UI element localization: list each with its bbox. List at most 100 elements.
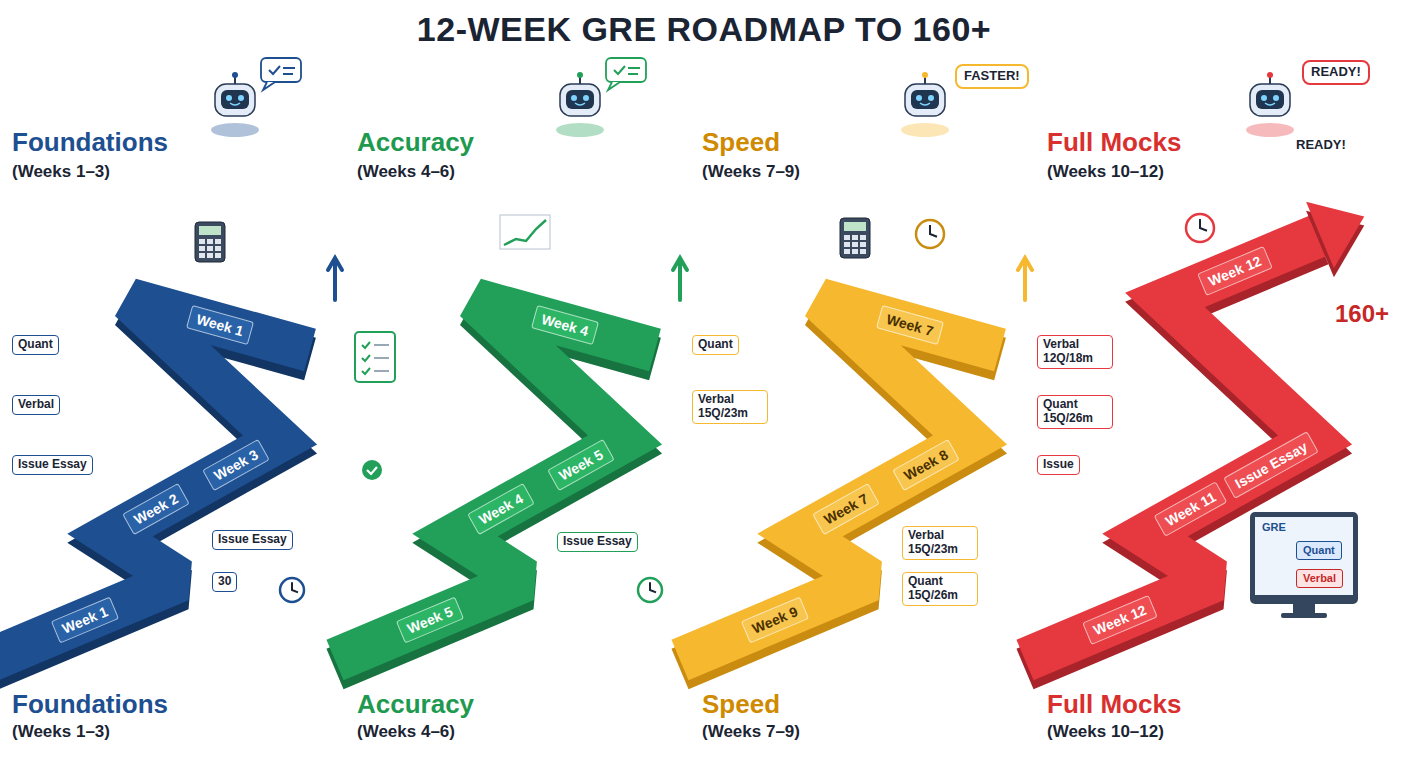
clock-hands [292,582,298,592]
robot-face [1256,90,1284,109]
robot-face [566,90,594,109]
segment-label: Week 4 [540,311,591,339]
bubble-check [269,66,280,74]
calculator-key [852,249,858,254]
week-segment: Week 4 [467,483,535,535]
monitor-stand [1293,604,1315,614]
calculator-screen [199,226,221,235]
segment-label: Week 12 [1091,602,1149,638]
road-ribbon [680,300,1000,660]
check-icon [362,460,382,480]
robot-antenna-tip [1267,72,1273,78]
phase-heading: Accuracy [357,690,474,720]
study-tag: 30 [212,572,237,592]
phase-weeks: (Weeks 10–12) [1047,162,1164,182]
speech-bubble-icon [261,58,301,90]
phase-heading: Full Mocks [1047,128,1181,158]
study-tag: Verbal 12Q/18m [1037,335,1113,369]
screen-title: GRE [1262,521,1286,534]
segment-label: Week 1 [195,311,246,339]
week-segment: Week 8 [892,439,960,491]
robot-smile [1265,103,1275,105]
phase-heading: Foundations [12,128,168,158]
robot-head [1250,84,1290,116]
calculator-key [860,235,866,240]
monitor-screen [1255,517,1353,595]
robot-antenna-tip [922,72,928,78]
robot-head [905,84,945,116]
week-segment: Week 5 [396,596,464,643]
bubble-check [614,66,625,74]
robot-icon [211,72,259,137]
segment-label: Week 2 [131,491,181,528]
progress-arrow [328,258,342,300]
study-tag: Issue Essay [557,532,638,552]
clock-face [916,220,944,248]
study-tag: Quant [12,335,59,355]
robot-antenna-tip [232,72,238,78]
calculator-key [199,253,205,258]
bubble-line [628,73,638,75]
segment-label: Week 4 [476,491,526,528]
phase-heading: Speed [702,128,780,158]
clock-face [638,578,662,602]
study-tag: Quant 15Q/26m [902,572,978,606]
calculator-body [195,222,225,262]
week-segment: Week 3 [202,439,270,491]
phase-heading: Foundations [12,690,168,720]
robot-head [560,84,600,116]
robot-face [911,90,939,109]
bubble-body [606,58,646,82]
robot-eye [928,95,934,101]
week-segment: Week 5 [547,439,615,491]
robot-eye [571,95,577,101]
clock-face [1186,214,1214,242]
robot-eye [226,95,232,101]
week-segment: Week 1 [51,596,119,643]
week-segment: Week 4 [531,305,599,345]
week-segment: Week 9 [741,596,809,643]
week-segment: Week 7 [876,305,944,345]
calculator-icon [195,222,225,262]
calculator-key [207,253,213,258]
chart-line [504,220,546,245]
clock-icon [638,578,662,602]
checklist-tick [362,355,370,361]
clock-icon [280,578,304,602]
week-segment: Week 12 [1082,595,1158,645]
score-target: 160+ [1335,300,1389,328]
study-tag: Verbal 15Q/23m [692,390,768,424]
robot-icon [901,72,949,137]
checklist-tick [362,342,370,348]
bubble-line [283,67,295,69]
phase-weeks: (Weeks 7–9) [702,162,800,182]
check-circle [362,460,382,480]
robot-icon [1246,72,1294,137]
robot-antenna-tip [577,72,583,78]
phase-weeks: (Weeks 4–6) [357,722,455,742]
robot-smile [920,103,930,105]
robot-smile [575,103,585,105]
checklist-line [374,370,389,372]
robot-eye [916,95,922,101]
robot-glow [1246,123,1294,137]
clock-hands [650,582,656,592]
calculator-key [207,246,213,251]
screen-button: Quant [1296,541,1342,560]
week-segment: Week 12 [1197,246,1273,296]
diagram-title: 12-WEEK GRE ROADMAP TO 160+ [0,10,1408,49]
calculator-key [199,246,205,251]
segment-label: Week 12 [1206,253,1264,289]
robot-icon [556,72,604,137]
robot-eye [583,95,589,101]
week-segment: Week 2 [122,483,190,535]
segment-label: Week 5 [405,603,455,636]
calculator-key [860,242,866,247]
calculator-key [215,253,221,258]
bubble-body [261,58,301,82]
clock-hands [1200,219,1207,231]
phase-heading: Speed [702,690,780,720]
checklist-icon [355,332,395,382]
